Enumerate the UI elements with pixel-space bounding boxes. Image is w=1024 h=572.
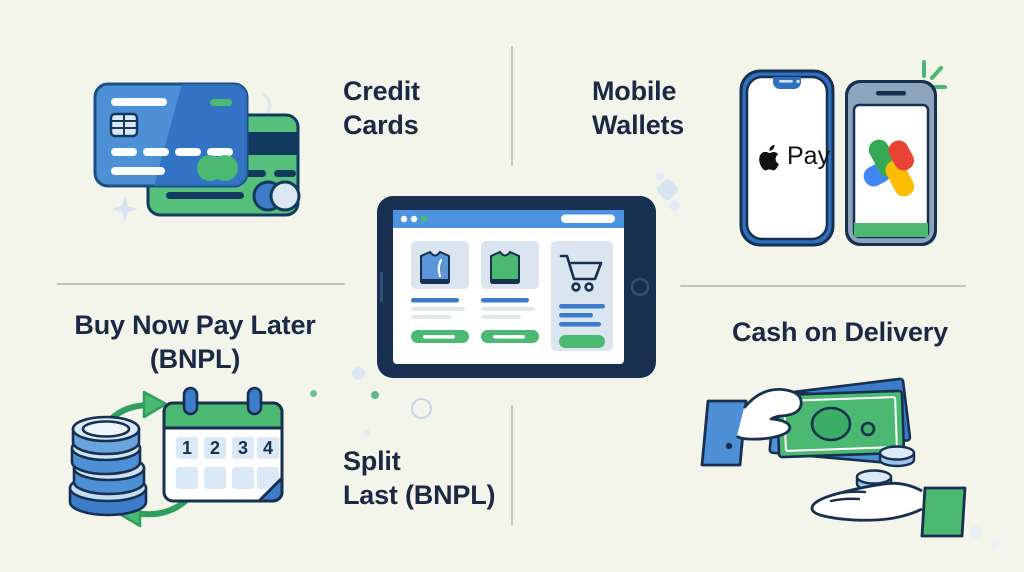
banknote-green	[775, 389, 906, 459]
tablet-home-button	[630, 277, 650, 297]
calendar-day-cells: 1 2 3 4	[176, 437, 279, 459]
decor-dot-green-2	[310, 390, 317, 397]
phone-apple-pay: Pay	[739, 69, 835, 247]
coin-stack-icon	[68, 415, 148, 517]
calendar-day-2: 2	[210, 438, 220, 458]
falling-coins-icon	[855, 445, 916, 492]
tablet-browser-bar	[393, 210, 624, 228]
bnpl-illustration: 1 2 3 4	[68, 386, 284, 528]
credit-cards-illustration	[93, 82, 301, 217]
decor-dot-blue-3	[352, 367, 365, 380]
decor-ring-blue	[411, 398, 432, 419]
tablet-product-card-1	[411, 241, 469, 343]
divider-left-horizontal	[57, 283, 345, 285]
divider-top-vertical	[511, 46, 513, 166]
apple-logo-icon	[759, 144, 779, 171]
card-chip-icon	[109, 112, 139, 138]
decor-dot-blue-2	[669, 200, 680, 211]
calendar-day-1: 1	[182, 438, 192, 458]
decor-sparkle-credit-cards	[112, 196, 138, 222]
shopping-cart-icon	[559, 254, 603, 292]
phone-google-pay	[845, 80, 937, 246]
label-cash-on-delivery: Cash on Delivery	[732, 317, 948, 347]
label-bnpl: Buy Now Pay Later (BNPL)	[74, 310, 316, 374]
apple-pay-text: Pay	[787, 142, 831, 170]
google-pay-logo-icon	[863, 139, 915, 197]
mobile-wallets-illustration: Pay	[739, 60, 947, 247]
decor-dot-blue-7	[300, 325, 309, 334]
calendar-day-3: 3	[238, 438, 248, 458]
tablet-product-card-2	[481, 241, 539, 343]
label-mobile-wallets: Mobile Wallets	[592, 76, 685, 140]
tablet-volume-button	[380, 272, 383, 302]
divider-bottom-vertical	[511, 405, 513, 525]
calendar-empty-cells	[176, 467, 279, 489]
center-tablet-device	[377, 196, 656, 378]
hand-receiving	[810, 481, 967, 538]
decor-dot-green-1	[371, 391, 379, 399]
card-blue-front	[93, 82, 249, 188]
tablet-checkout-button	[559, 335, 605, 348]
hand-giving	[700, 388, 803, 467]
calendar-day-4: 4	[263, 438, 273, 458]
calendar-icon: 1 2 3 4	[162, 386, 284, 503]
divider-right-horizontal	[680, 285, 966, 287]
decor-dot-blue-1	[655, 172, 664, 181]
label-split-last: Split Last (BNPL)	[343, 446, 496, 510]
decor-dot-blue-4	[363, 429, 370, 436]
decor-dot-blue-6	[990, 540, 998, 548]
tablet-address-bar	[561, 214, 615, 223]
decor-dot-blue-5	[970, 526, 982, 538]
tablet-cart-card	[551, 241, 613, 351]
label-credit-cards: Credit Cards	[343, 76, 420, 140]
decor-diamond-blue	[655, 177, 680, 202]
calendar-page-fold	[257, 476, 284, 503]
cash-on-delivery-illustration	[700, 377, 967, 538]
